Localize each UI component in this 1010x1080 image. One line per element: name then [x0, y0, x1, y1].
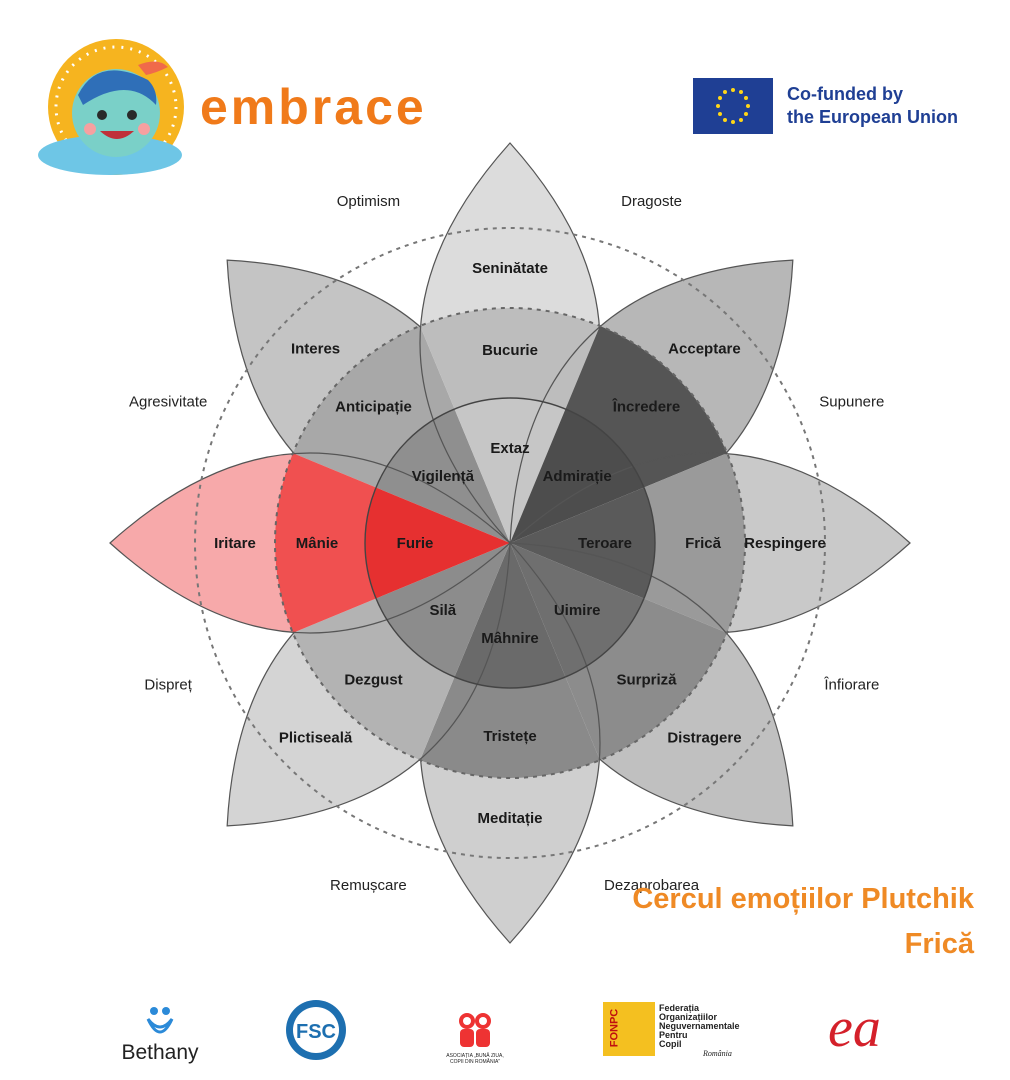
fonpc-line-1: Federația	[659, 1003, 700, 1013]
petal-outer-ring	[420, 143, 600, 326]
petal-middle-ring	[565, 598, 728, 761]
petal-middle-ring	[292, 598, 455, 761]
petal-inner-ring	[365, 487, 510, 599]
dyad-label: Optimism	[337, 193, 400, 210]
partner-fonpc: FONPC Federația Organizațiilor Neguverna…	[603, 1002, 743, 1060]
outer-ring-circle	[194, 227, 826, 859]
fonpc-short: FONPC	[608, 1008, 621, 1048]
dyad-label: Supunere	[819, 393, 884, 410]
eu-flag-icon	[693, 78, 773, 134]
dyad-label: Remușcare	[330, 877, 407, 894]
petal-middle-ring	[420, 676, 600, 778]
emotion-label-outer: Iritare	[214, 535, 256, 552]
diagram-title: Cercul emoțiilor Plutchik	[632, 883, 974, 915]
fonpc-line-3: Neguvernamentale	[659, 1021, 740, 1031]
partner-assoc: ASOCIAȚIA „BUNĂ ZIUA, COPII DIN ROMÂNIA”	[430, 995, 520, 1065]
petal-outer-ring	[420, 760, 600, 943]
fonpc-line-2: Organizațiilor	[659, 1012, 718, 1022]
fonpc-line-4: Pentru	[659, 1030, 688, 1040]
dyad-label: Înfiorare	[823, 677, 879, 694]
partner-ea: ea	[828, 997, 881, 1059]
fonpc-line-5: Copil	[659, 1039, 682, 1049]
dyad-label: Dragoste	[621, 193, 682, 210]
emotion-label-inner: Furie	[397, 535, 434, 552]
petal-inner-ring	[510, 487, 655, 599]
petal-inner-ring	[454, 398, 566, 543]
petal-1	[510, 260, 793, 543]
petal-middle-ring	[275, 453, 377, 633]
partner-fsc: FSC	[284, 998, 348, 1062]
dyad-label: Dezaprobarea	[604, 877, 700, 894]
petal-middle-ring	[565, 325, 728, 488]
petal-inner-ring	[510, 543, 644, 677]
emotion-label-outer: Meditație	[477, 810, 542, 827]
children-logo-icon	[459, 1013, 491, 1047]
fsc-name: FSC	[296, 1021, 336, 1043]
petal-inner-ring	[510, 409, 644, 543]
partner-bethany: Bethany	[110, 995, 210, 1065]
emotion-label-outer: Respingere	[744, 535, 826, 552]
petal-outer-ring	[110, 453, 293, 633]
petal-inner-ring	[376, 543, 510, 677]
brand-name: embrace	[200, 79, 427, 135]
emotion-label-middle: Anticipație	[335, 399, 412, 416]
emotion-label-inner: Teroare	[578, 535, 632, 552]
emotion-label-inner: Vigilență	[412, 468, 475, 485]
emotion-label-inner: Silă	[429, 602, 456, 619]
petal-inner-ring	[376, 409, 510, 543]
petal-middle-ring	[643, 453, 745, 633]
wheel-circles	[194, 227, 826, 859]
assoc-line-1: ASOCIAȚIA „BUNĂ ZIUA,	[446, 1053, 504, 1059]
petal-outer-ring	[599, 260, 793, 454]
brand-logo	[38, 35, 193, 180]
petal-middle-ring	[292, 325, 455, 488]
emotion-label-inner: Admirație	[543, 468, 612, 485]
inner-ring-circle	[364, 397, 656, 689]
eu-cofunded-text: Co-funded by the European Union	[787, 83, 958, 129]
emotion-label-middle: Tristețe	[483, 728, 536, 745]
eu-line-2: the European Union	[787, 107, 958, 127]
petal-outer-ring	[227, 260, 421, 454]
petal-outline	[109, 452, 511, 634]
petal-7	[227, 260, 510, 543]
emotion-label-inner: Uimire	[554, 602, 601, 619]
eu-line-1: Co-funded by	[787, 84, 903, 104]
middle-ring-circle	[274, 307, 746, 779]
petal-outer-ring	[599, 632, 793, 826]
emotion-label-outer: Plictiseală	[279, 729, 353, 746]
dyad-label: Agresivitate	[129, 393, 207, 410]
emotion-label-outer: Distragere	[667, 729, 741, 746]
emotion-label-middle: Încredere	[612, 398, 681, 416]
fonpc-country: România	[703, 1049, 732, 1058]
bethany-name: Bethany	[121, 1041, 199, 1064]
child-face-logo-icon	[38, 39, 184, 175]
emotion-label-middle: Surpriză	[616, 671, 677, 688]
petal-3	[510, 543, 793, 826]
emotion-label-middle: Frică	[685, 535, 722, 552]
diagram-subtitle: Frică	[904, 928, 974, 960]
emotion-label-outer: Seninătate	[472, 260, 548, 277]
assoc-line-2: COPII DIN ROMÂNIA”	[449, 1059, 500, 1065]
emotion-label-middle: Bucurie	[482, 342, 538, 359]
dyad-label: Dispreț	[144, 677, 192, 694]
emotion-label-middle: Mânie	[296, 535, 339, 552]
bethany-logo-icon	[146, 1007, 174, 1034]
emotion-label-outer: Interes	[291, 341, 340, 358]
emotion-label-inner: Extaz	[490, 440, 529, 457]
fonpc-badge: FONPC	[603, 1002, 655, 1056]
emotion-label-middle: Dezgust	[344, 671, 402, 688]
petal-5	[227, 543, 510, 826]
emotion-label-inner: Mâhnire	[481, 630, 539, 647]
emotion-label-outer: Acceptare	[668, 341, 741, 358]
petal-outer-ring	[227, 632, 421, 826]
petal-middle-ring	[420, 308, 600, 410]
petal-inner-ring	[454, 543, 566, 688]
